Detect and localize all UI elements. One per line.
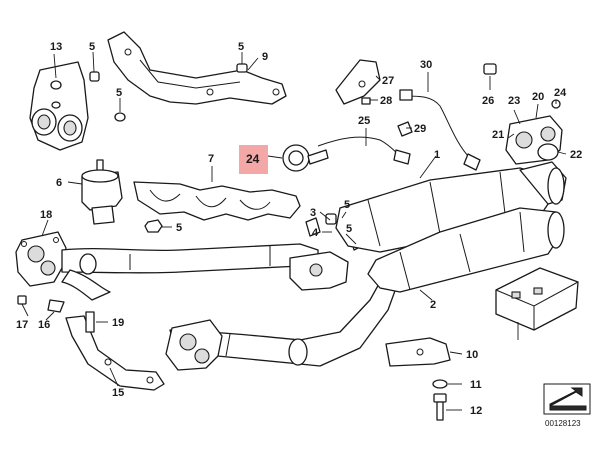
bolt bbox=[361, 63, 497, 137]
catalytic-converter bbox=[335, 161, 567, 253]
oxygen-sensor-clamp bbox=[282, 144, 329, 172]
rear-flange bbox=[505, 99, 563, 165]
leader-lines bbox=[21, 51, 567, 411]
bolt bbox=[17, 295, 95, 333]
callout-5: 5 bbox=[238, 41, 244, 53]
front-pipe-lower bbox=[169, 281, 397, 367]
nut bbox=[89, 71, 126, 122]
callout-1: 1 bbox=[434, 149, 440, 161]
callout-26: 28 bbox=[380, 95, 392, 107]
engine-mount-bracket bbox=[29, 61, 89, 151]
callout-28: 26 bbox=[482, 95, 494, 107]
rubber-mount bbox=[81, 159, 123, 225]
callout-16: 18 bbox=[40, 209, 52, 221]
callout-24-highlighted: 24 bbox=[246, 152, 260, 166]
callout-29: 30 bbox=[420, 59, 432, 71]
support-bracket bbox=[65, 315, 165, 391]
washer bbox=[432, 379, 448, 389]
callout-12: 12 bbox=[470, 405, 482, 417]
document-number: 00128123 bbox=[545, 419, 581, 428]
callout-8: 13 bbox=[50, 41, 62, 53]
callout-17: 19 bbox=[112, 317, 124, 329]
callout-labels: 13 5 5 5 9 6 7 5 18 17 16 19 15 24 25 27… bbox=[16, 41, 582, 417]
callout-14: 16 bbox=[38, 319, 50, 331]
callout-27: 29 bbox=[414, 123, 426, 135]
callout-4: 4 bbox=[312, 227, 319, 239]
orientation-arrow-icon bbox=[543, 383, 591, 415]
callout-20: 22 bbox=[570, 149, 582, 161]
callout-5: 5 bbox=[346, 223, 352, 235]
callout-6: 6 bbox=[56, 177, 62, 189]
callout-13: 15 bbox=[112, 387, 124, 399]
manifold-flange-lower bbox=[165, 319, 223, 371]
callout-7: 7 bbox=[208, 153, 214, 165]
bracket bbox=[335, 59, 381, 105]
nut bbox=[144, 219, 163, 233]
callout-18: 20 bbox=[532, 91, 544, 103]
callout-3: 3 bbox=[310, 207, 316, 219]
callout-5: 5 bbox=[116, 87, 122, 99]
callout-2: 2 bbox=[430, 299, 436, 311]
callout-21: 23 bbox=[508, 95, 520, 107]
catalytic-converter bbox=[367, 207, 565, 293]
manifold-flange bbox=[15, 231, 67, 287]
hanger-bracket bbox=[289, 213, 363, 291]
callout-15: 17 bbox=[16, 319, 28, 331]
front-pipe-upper bbox=[61, 243, 319, 301]
callout-25: 27 bbox=[382, 75, 394, 87]
callout-9: 9 bbox=[262, 51, 268, 63]
callout-5: 5 bbox=[344, 199, 350, 211]
bolt bbox=[433, 393, 447, 421]
callout-19: 21 bbox=[492, 129, 504, 141]
callout-23: 25 bbox=[358, 115, 370, 127]
callout-11: 11 bbox=[470, 379, 482, 391]
heat-shield bbox=[133, 181, 301, 221]
hanger-bracket-rear bbox=[385, 337, 451, 367]
highlighted-callout-box bbox=[239, 145, 268, 174]
callout-22: 24 bbox=[554, 87, 567, 99]
heat-shield-bracket bbox=[107, 31, 287, 105]
callout-5: 5 bbox=[89, 41, 95, 53]
nut bbox=[236, 63, 248, 73]
callout-10: 10 bbox=[466, 349, 478, 361]
protective-cover bbox=[495, 267, 579, 331]
oxygen-sensor-wire bbox=[317, 89, 481, 171]
callout-5: 5 bbox=[176, 222, 182, 234]
